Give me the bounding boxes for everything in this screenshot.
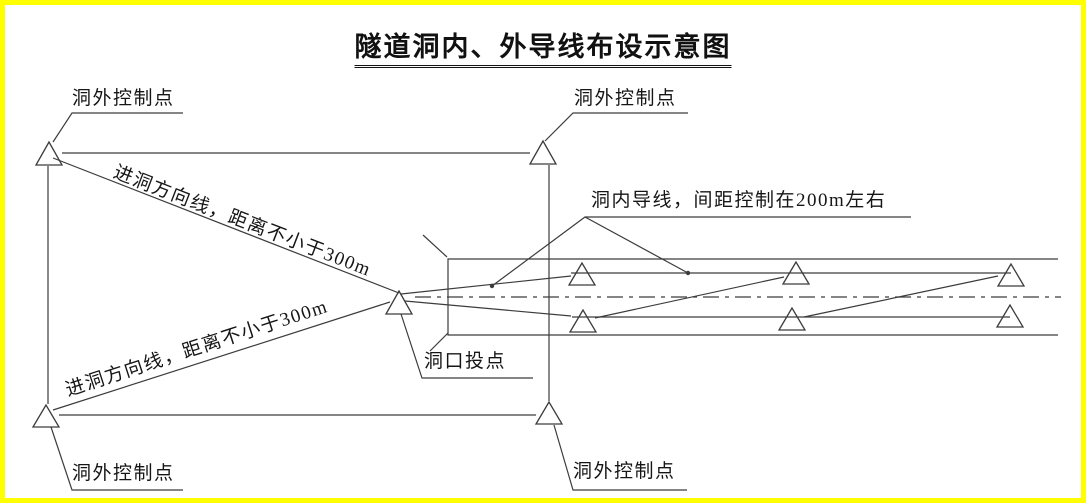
control-point-marker-br [534, 400, 564, 425]
traverse-line-portal-up1 [400, 275, 572, 295]
label-control-point-top-right: 洞外控制点 [574, 88, 677, 109]
portal-point-marker [384, 289, 414, 315]
label-control-point-top-left: 洞外控制点 [72, 88, 175, 109]
tunnel-point-marker-up1 [567, 261, 597, 286]
label-portal-point: 洞口投点 [424, 351, 507, 372]
leader-portal-point [400, 313, 533, 379]
leader-arrow-dot-1 [489, 283, 495, 289]
leader-arrow-dot-2 [685, 270, 691, 276]
portal-corner-tick-upper [422, 234, 448, 258]
portal-corner-tick-lower [429, 332, 449, 352]
control-point-marker-bl [31, 403, 61, 428]
label-control-point-bottom-right: 洞外控制点 [573, 461, 676, 482]
control-point-marker-tl [34, 140, 64, 166]
leader-ctrl-tl [52, 112, 183, 143]
label-tunnel-traverse: 洞内导线，间距控制在200m左右 [591, 190, 887, 211]
leader-ctrl-br [553, 424, 687, 491]
leader-ctrl-bl [50, 426, 183, 491]
tunnel-point-marker-low2 [777, 306, 807, 331]
diagram-linework [31, 112, 1061, 491]
control-point-marker-tr [528, 139, 558, 165]
tunnel-point-marker-low1 [568, 308, 598, 333]
tunnel-point-marker-low3 [995, 303, 1025, 328]
label-control-point-bottom-left: 洞外控制点 [72, 463, 175, 484]
traverse-line-portal-low1 [404, 300, 572, 317]
leader-tunnel-traverse-leg2 [584, 216, 689, 274]
diagram-title: 隧道洞内、外导线布设示意图 [354, 25, 732, 68]
tunnel-point-marker-up2 [781, 260, 811, 285]
traverse-line-low1-up2 [594, 276, 785, 319]
tunnel-point-marker-up3 [996, 262, 1026, 287]
traverse-line-low2-up3 [803, 275, 999, 318]
entry-direction-line-upper [52, 157, 400, 294]
entry-direction-line-lower [52, 301, 391, 411]
leader-ctrl-tr [544, 112, 688, 142]
leader-tunnel-traverse [491, 216, 911, 287]
